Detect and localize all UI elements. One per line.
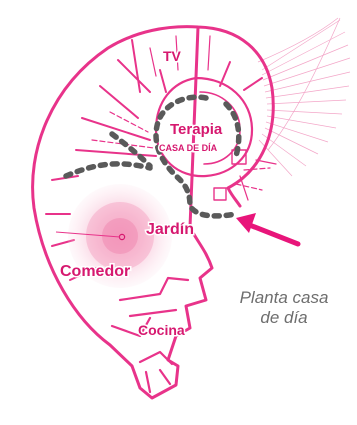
caption-line-1: Planta casa	[239, 288, 329, 307]
entrance-arrow	[236, 213, 301, 247]
tv-label: TV	[163, 48, 182, 64]
cocina-label: Cocina	[138, 322, 185, 338]
plan-caption: Planta casa de día	[224, 288, 344, 328]
jardin-label: Jardín	[146, 221, 194, 238]
garden-glow	[55, 184, 172, 288]
terapia-label: Terapia	[170, 121, 223, 138]
route-dots	[63, 94, 242, 219]
terrace-hatching	[257, 17, 351, 177]
caption-line-2: de día	[260, 308, 308, 327]
casa-de-dia-label: CASA DE DÍA	[159, 143, 218, 153]
comedor-label: Comedor	[60, 263, 130, 280]
